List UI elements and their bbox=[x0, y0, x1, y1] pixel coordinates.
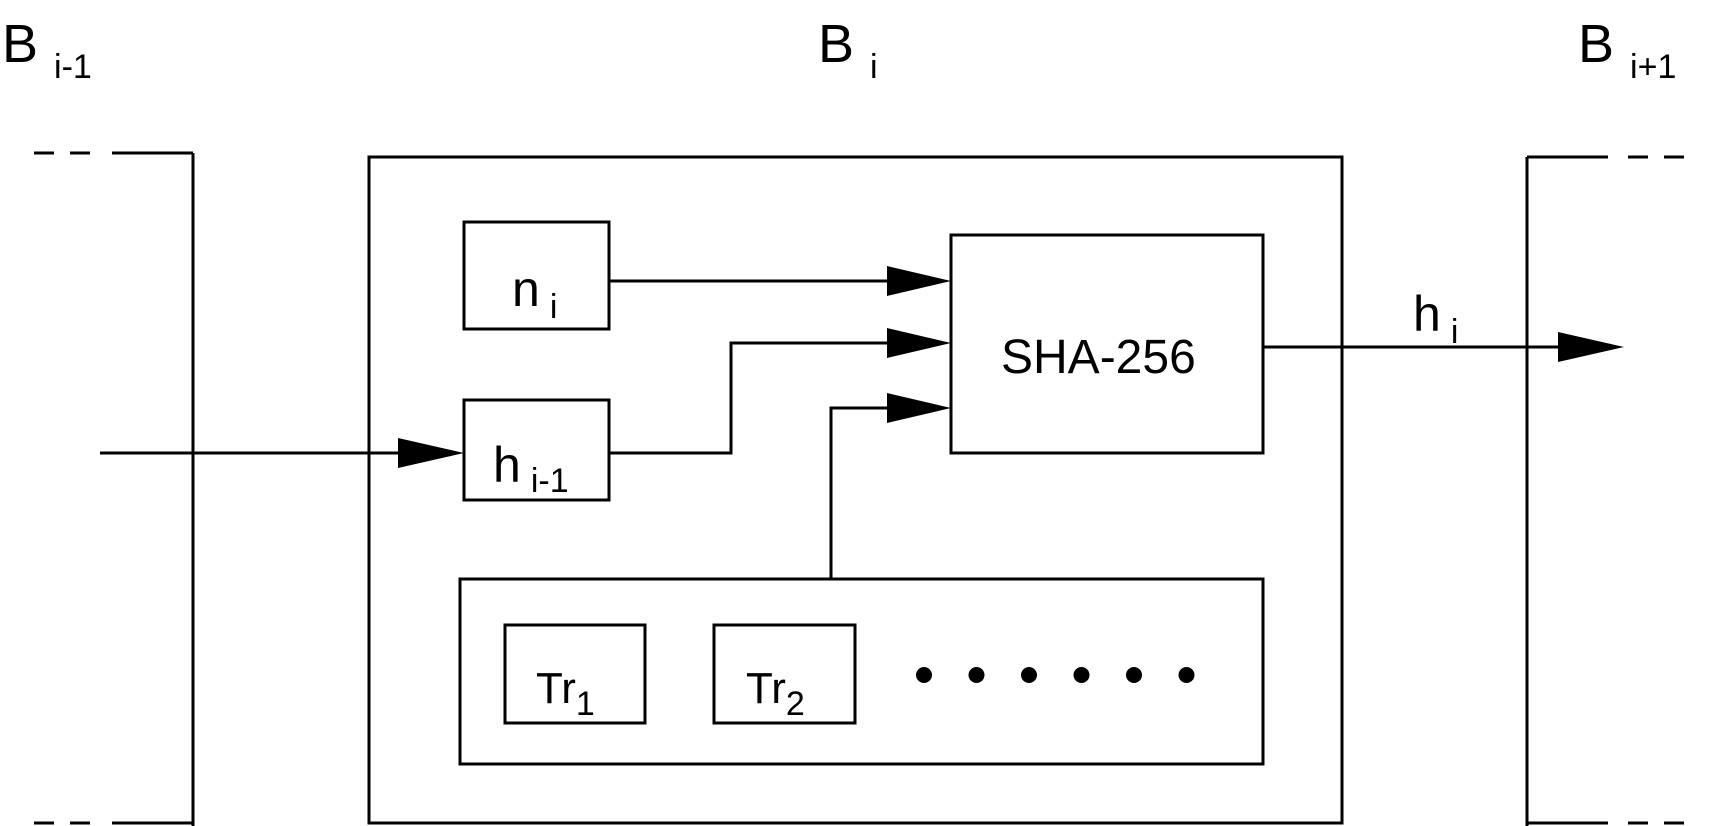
transaction-label-1: Tr1 bbox=[536, 664, 595, 723]
ellipsis-dot bbox=[1021, 667, 1037, 683]
output-hash-label-sub: i bbox=[1451, 313, 1459, 351]
transaction-label-1-sub: 1 bbox=[576, 685, 595, 723]
block-label-prev-base: B bbox=[2, 14, 38, 74]
transactions-ellipsis bbox=[916, 667, 1195, 683]
nonce-box bbox=[462, 220, 611, 331]
arrowhead-prev-hash-in bbox=[398, 438, 464, 468]
prev-block-outline bbox=[34, 151, 195, 826]
sha256-box bbox=[949, 233, 1265, 455]
block-label-prev-sub: i-1 bbox=[54, 48, 92, 86]
output-hash-label-base: h bbox=[1413, 286, 1441, 342]
prev-hash-label: h i-1 bbox=[493, 437, 569, 500]
prev-hash-box bbox=[462, 398, 611, 502]
arrowhead-output-hash bbox=[1558, 332, 1624, 362]
transactions-box bbox=[458, 577, 1265, 766]
wire-prev-hash-to-sha bbox=[609, 341, 890, 455]
ellipsis-dot bbox=[916, 667, 932, 683]
nonce-label-base: n bbox=[512, 261, 540, 317]
ellipsis-dot bbox=[968, 667, 985, 683]
ellipsis-dot bbox=[1178, 667, 1195, 683]
arrowhead-nonce-to-sha bbox=[887, 266, 951, 296]
block-label-next-base: B bbox=[1578, 14, 1614, 74]
transaction-box-1 bbox=[503, 623, 647, 725]
prev-hash-label-base: h bbox=[493, 437, 521, 493]
ellipsis-dot bbox=[1126, 667, 1142, 683]
current-block-box bbox=[367, 155, 1344, 825]
sha256-label: SHA-256 bbox=[1001, 331, 1196, 384]
transaction-label-2: Tr2 bbox=[746, 664, 805, 723]
prev-hash-label-sub: i-1 bbox=[531, 462, 569, 500]
transaction-label-2-base: Tr bbox=[746, 664, 786, 713]
block-label-current-sub: i bbox=[870, 48, 878, 86]
transaction-label-1-base: Tr bbox=[536, 664, 576, 713]
ellipsis-dot bbox=[1073, 667, 1090, 683]
connector-lines bbox=[100, 266, 1624, 579]
block-label-current-base: B bbox=[818, 14, 854, 74]
block-label-next-sub: i+1 bbox=[1630, 48, 1676, 86]
transaction-box-2 bbox=[712, 623, 857, 725]
transaction-label-2-sub: 2 bbox=[786, 685, 805, 723]
wire-transactions-to-sha bbox=[829, 406, 890, 579]
arrowhead-transactions-to-sha bbox=[887, 393, 951, 423]
arrowhead-prev-hash-to-sha bbox=[887, 328, 951, 358]
nonce-label-sub: i bbox=[550, 288, 558, 326]
next-block-outline bbox=[1525, 155, 1684, 826]
